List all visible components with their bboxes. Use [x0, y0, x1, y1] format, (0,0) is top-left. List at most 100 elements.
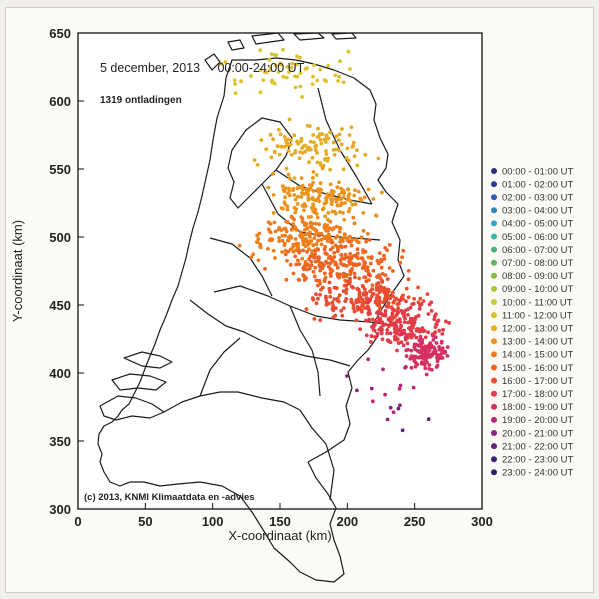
discharge-point [391, 410, 396, 415]
discharge-point [298, 84, 303, 89]
discharge-point [314, 242, 319, 247]
copyright-credit: (c) 2013, KNMI Klimaatdata en -advies [84, 492, 255, 503]
discharge-point [333, 73, 338, 78]
discharge-point [337, 197, 341, 202]
discharge-point [291, 226, 295, 231]
discharge-point [355, 247, 360, 252]
y-tick-label: 500 [49, 230, 71, 245]
island-outline [251, 32, 285, 45]
discharge-point [258, 245, 263, 250]
chart-title: 5 december, 2013 00:00-24:00 UT [100, 61, 305, 75]
discharge-point [287, 186, 291, 191]
discharge-point [350, 202, 355, 207]
discharge-point [398, 383, 403, 388]
discharge-point [420, 327, 424, 332]
discharge-point [332, 255, 337, 259]
discharge-point [426, 330, 430, 335]
discharge-point [437, 345, 441, 349]
discharge-point [406, 277, 411, 282]
discharge-point [367, 317, 371, 322]
y-tick-label: 650 [49, 26, 71, 41]
discharge-point [430, 368, 434, 372]
discharge-point [313, 144, 318, 149]
discharge-point [282, 135, 287, 139]
discharge-point [332, 297, 337, 301]
discharge-point [416, 300, 421, 305]
legend-marker [491, 220, 497, 227]
discharge-point [308, 139, 313, 144]
discharge-point [292, 176, 297, 181]
legend-marker [491, 430, 497, 436]
discharge-point [417, 306, 422, 311]
discharge-point [315, 255, 320, 260]
discharge-point [312, 210, 317, 215]
discharge-point [282, 241, 287, 246]
discharge-point [403, 335, 408, 340]
discharge-point [323, 157, 327, 161]
discharge-point [296, 194, 300, 199]
discharge-point [232, 78, 237, 82]
discharge-point [298, 230, 303, 235]
discharge-point [333, 313, 338, 318]
discharge-point [310, 196, 315, 200]
discharge-point [335, 185, 340, 190]
discharge-point [414, 335, 419, 340]
discharge-point [418, 296, 423, 301]
discharge-point [337, 132, 342, 137]
discharge-point [336, 299, 341, 304]
discharge-point [304, 237, 308, 242]
discharge-point [258, 68, 263, 72]
discharge-point [239, 79, 243, 84]
discharge-point [348, 252, 352, 256]
discharge-point [379, 259, 384, 264]
discharge-point [383, 322, 388, 327]
discharge-point [326, 156, 331, 161]
discharge-point [314, 292, 318, 297]
discharge-point [348, 234, 352, 239]
discharge-point [311, 133, 316, 137]
discharge-point [286, 70, 291, 74]
discharge-point [342, 217, 347, 222]
discharge-point [367, 272, 371, 277]
lake-outline [227, 117, 293, 209]
discharge-point [441, 327, 445, 332]
discharge-point [433, 335, 438, 340]
discharge-point [420, 347, 424, 352]
discharge-point [351, 306, 356, 310]
discharge-point [264, 147, 269, 152]
discharge-point [330, 258, 335, 263]
discharge-point [276, 70, 281, 74]
discharge-point [349, 125, 354, 130]
discharge-point [374, 214, 379, 218]
discharge-point [391, 269, 395, 273]
discharge-point [233, 82, 237, 86]
discharge-point [286, 249, 291, 254]
discharge-point [425, 292, 430, 296]
discharge-point [310, 82, 315, 86]
discharge-point [419, 361, 424, 366]
discharge-point [291, 222, 295, 226]
discharge-point [267, 57, 272, 62]
discharge-point [444, 319, 448, 324]
discharge-point [420, 341, 425, 345]
x-axis-label: X-coordinaat (km) [228, 528, 331, 543]
discharge-point [297, 262, 302, 266]
legend-label: 12:00 - 13:00 UT [502, 324, 573, 335]
discharge-point [315, 151, 319, 155]
discharge-point [320, 132, 325, 137]
discharge-point [219, 61, 224, 66]
discharge-point [317, 222, 321, 227]
discharge-point [298, 185, 303, 190]
discharge-point [386, 301, 391, 305]
discharge-point [404, 332, 408, 337]
discharge-point [423, 344, 428, 349]
discharge-point [420, 356, 425, 360]
discharge-point [375, 311, 379, 315]
discharge-point [435, 363, 440, 368]
discharge-point [333, 262, 338, 267]
discharge-point [277, 236, 281, 240]
discharge-point [272, 53, 277, 57]
discharge-point [356, 189, 361, 194]
discharge-point [270, 237, 275, 242]
